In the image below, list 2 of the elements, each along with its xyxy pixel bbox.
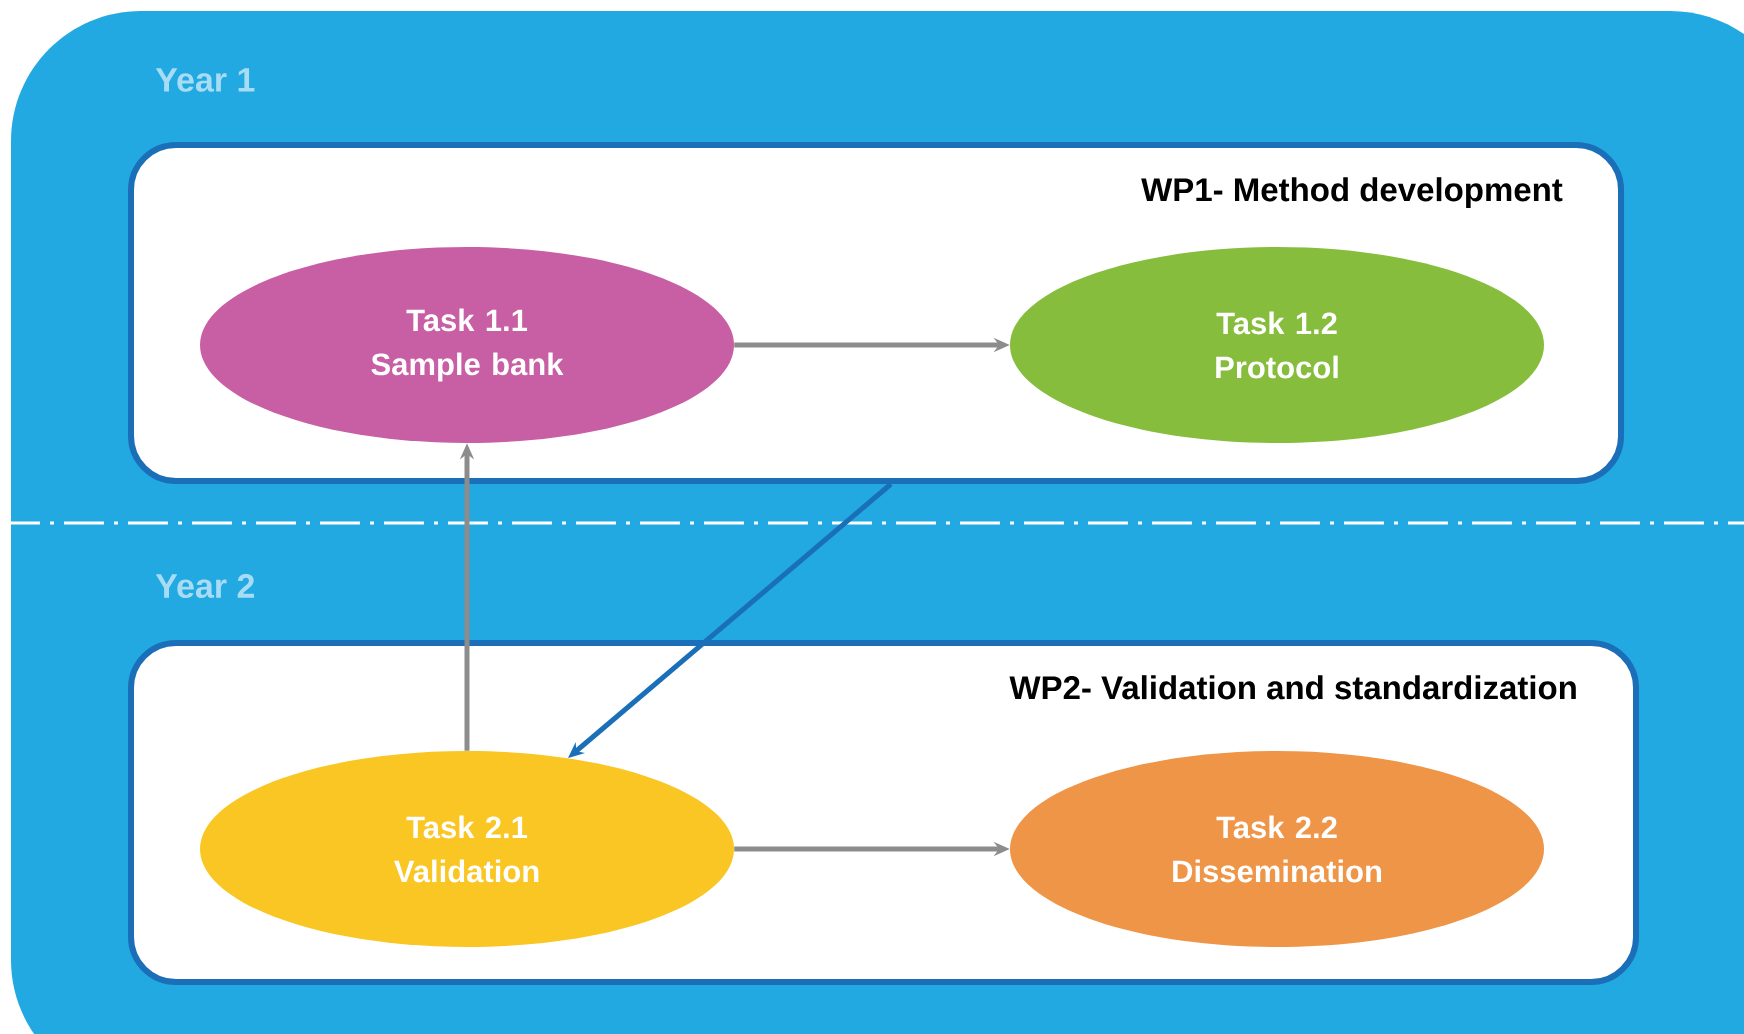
year-label: Year 1 (155, 68, 255, 92)
year-label: Year 2 (155, 573, 254, 599)
